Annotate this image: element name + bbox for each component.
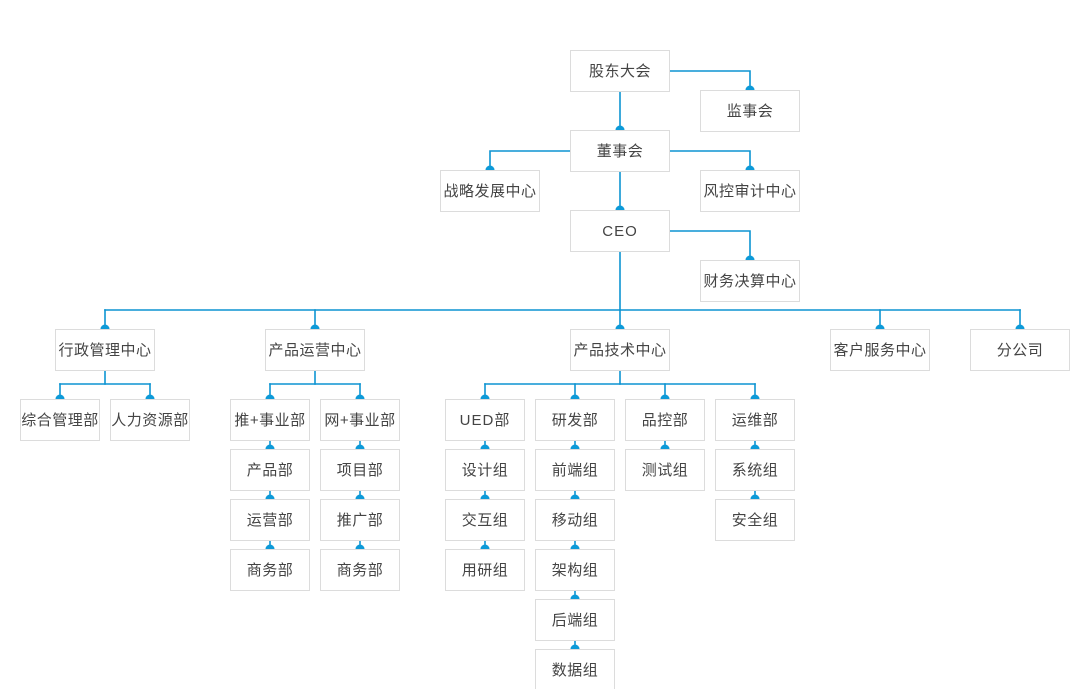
org-node-label: 前端组 xyxy=(551,461,599,479)
org-node-ued_interact[interactable]: 交互组 xyxy=(445,499,525,541)
org-node-label: CEO xyxy=(602,222,638,240)
org-node-label: 数据组 xyxy=(551,661,599,679)
org-node-rd_mobile[interactable]: 移动组 xyxy=(535,499,615,541)
org-node-label: 产品部 xyxy=(246,461,294,479)
org-node-label: 后端组 xyxy=(551,611,599,629)
org-node-label: 风控审计中心 xyxy=(703,182,797,200)
org-node-service[interactable]: 客户服务中心 xyxy=(830,329,930,371)
org-node-ops_dev[interactable]: 运维部 xyxy=(715,399,795,441)
org-node-ued_research[interactable]: 用研组 xyxy=(445,549,525,591)
org-node-ued[interactable]: UED部 xyxy=(445,399,525,441)
org-node-admin_general[interactable]: 综合管理部 xyxy=(20,399,100,441)
org-node-rd_data[interactable]: 数据组 xyxy=(535,649,615,689)
org-node-label: 商务部 xyxy=(246,561,294,579)
board-to-strategy xyxy=(489,150,571,171)
org-node-label: 运营部 xyxy=(246,511,294,529)
org-node-label: 产品技术中心 xyxy=(573,341,667,359)
org-node-label: 综合管理部 xyxy=(21,411,99,429)
org-node-strategy[interactable]: 战略发展中心 xyxy=(440,170,540,212)
org-node-label: 运维部 xyxy=(731,411,779,429)
org-node-shareholders[interactable]: 股东大会 xyxy=(570,50,670,92)
org-node-board[interactable]: 董事会 xyxy=(570,130,670,172)
org-node-label: 设计组 xyxy=(461,461,509,479)
org-node-ops_project[interactable]: 项目部 xyxy=(320,449,400,491)
org-node-label: 股东大会 xyxy=(588,62,651,80)
org-node-label: 系统组 xyxy=(731,461,779,479)
org-node-label: 战略发展中心 xyxy=(443,182,537,200)
org-node-finance[interactable]: 财务决算中心 xyxy=(700,260,800,302)
org-node-ceo[interactable]: CEO xyxy=(570,210,670,252)
org-node-label: 行政管理中心 xyxy=(58,341,152,359)
org-node-qa_test[interactable]: 测试组 xyxy=(625,449,705,491)
org-node-rd_frontend[interactable]: 前端组 xyxy=(535,449,615,491)
org-node-ops_promote[interactable]: 推广部 xyxy=(320,499,400,541)
shareholders-to-supervisors xyxy=(669,70,751,91)
org-node-label: 项目部 xyxy=(336,461,384,479)
org-node-ops_security[interactable]: 安全组 xyxy=(715,499,795,541)
org-node-supervisors[interactable]: 监事会 xyxy=(700,90,800,132)
org-node-label: UED部 xyxy=(459,411,511,429)
org-node-ops_tui[interactable]: 推+事业部 xyxy=(230,399,310,441)
org-node-ops_business2[interactable]: 商务部 xyxy=(320,549,400,591)
org-node-label: 安全组 xyxy=(731,511,779,529)
org-node-label: 架构组 xyxy=(551,561,599,579)
org-node-label: 测试组 xyxy=(641,461,689,479)
org-node-branch[interactable]: 分公司 xyxy=(970,329,1070,371)
org-node-prodtech[interactable]: 产品技术中心 xyxy=(570,329,670,371)
org-node-label: 网+事业部 xyxy=(324,411,396,429)
org-node-label: 推+事业部 xyxy=(234,411,306,429)
org-node-admin_hr[interactable]: 人力资源部 xyxy=(110,399,190,441)
org-node-label: 用研组 xyxy=(461,561,509,579)
org-node-label: 监事会 xyxy=(726,102,774,120)
org-node-label: 商务部 xyxy=(336,561,384,579)
org-node-label: 品控部 xyxy=(641,411,689,429)
org-node-ops_wang[interactable]: 网+事业部 xyxy=(320,399,400,441)
org-node-label: 推广部 xyxy=(336,511,384,529)
board-to-riskaudit xyxy=(669,150,751,171)
org-node-rd_arch[interactable]: 架构组 xyxy=(535,549,615,591)
org-node-label: 董事会 xyxy=(596,142,644,160)
org-node-label: 分公司 xyxy=(996,341,1044,359)
org-node-label: 移动组 xyxy=(551,511,599,529)
org-node-rd[interactable]: 研发部 xyxy=(535,399,615,441)
org-node-ops_system[interactable]: 系统组 xyxy=(715,449,795,491)
org-node-qa[interactable]: 品控部 xyxy=(625,399,705,441)
org-node-prodops[interactable]: 产品运营中心 xyxy=(265,329,365,371)
org-node-label: 客户服务中心 xyxy=(833,341,927,359)
org-node-rd_backend[interactable]: 后端组 xyxy=(535,599,615,641)
org-node-riskaudit[interactable]: 风控审计中心 xyxy=(700,170,800,212)
ceo-to-finance xyxy=(669,230,751,261)
org-node-label: 产品运营中心 xyxy=(268,341,362,359)
org-node-label: 交互组 xyxy=(461,511,509,529)
org-node-ops_product[interactable]: 产品部 xyxy=(230,449,310,491)
org-node-ops_business1[interactable]: 商务部 xyxy=(230,549,310,591)
org-node-label: 研发部 xyxy=(551,411,599,429)
org-node-admin[interactable]: 行政管理中心 xyxy=(55,329,155,371)
org-node-label: 财务决算中心 xyxy=(703,272,797,290)
org-node-ued_design[interactable]: 设计组 xyxy=(445,449,525,491)
org-node-ops_operation[interactable]: 运营部 xyxy=(230,499,310,541)
org-node-label: 人力资源部 xyxy=(111,411,189,429)
